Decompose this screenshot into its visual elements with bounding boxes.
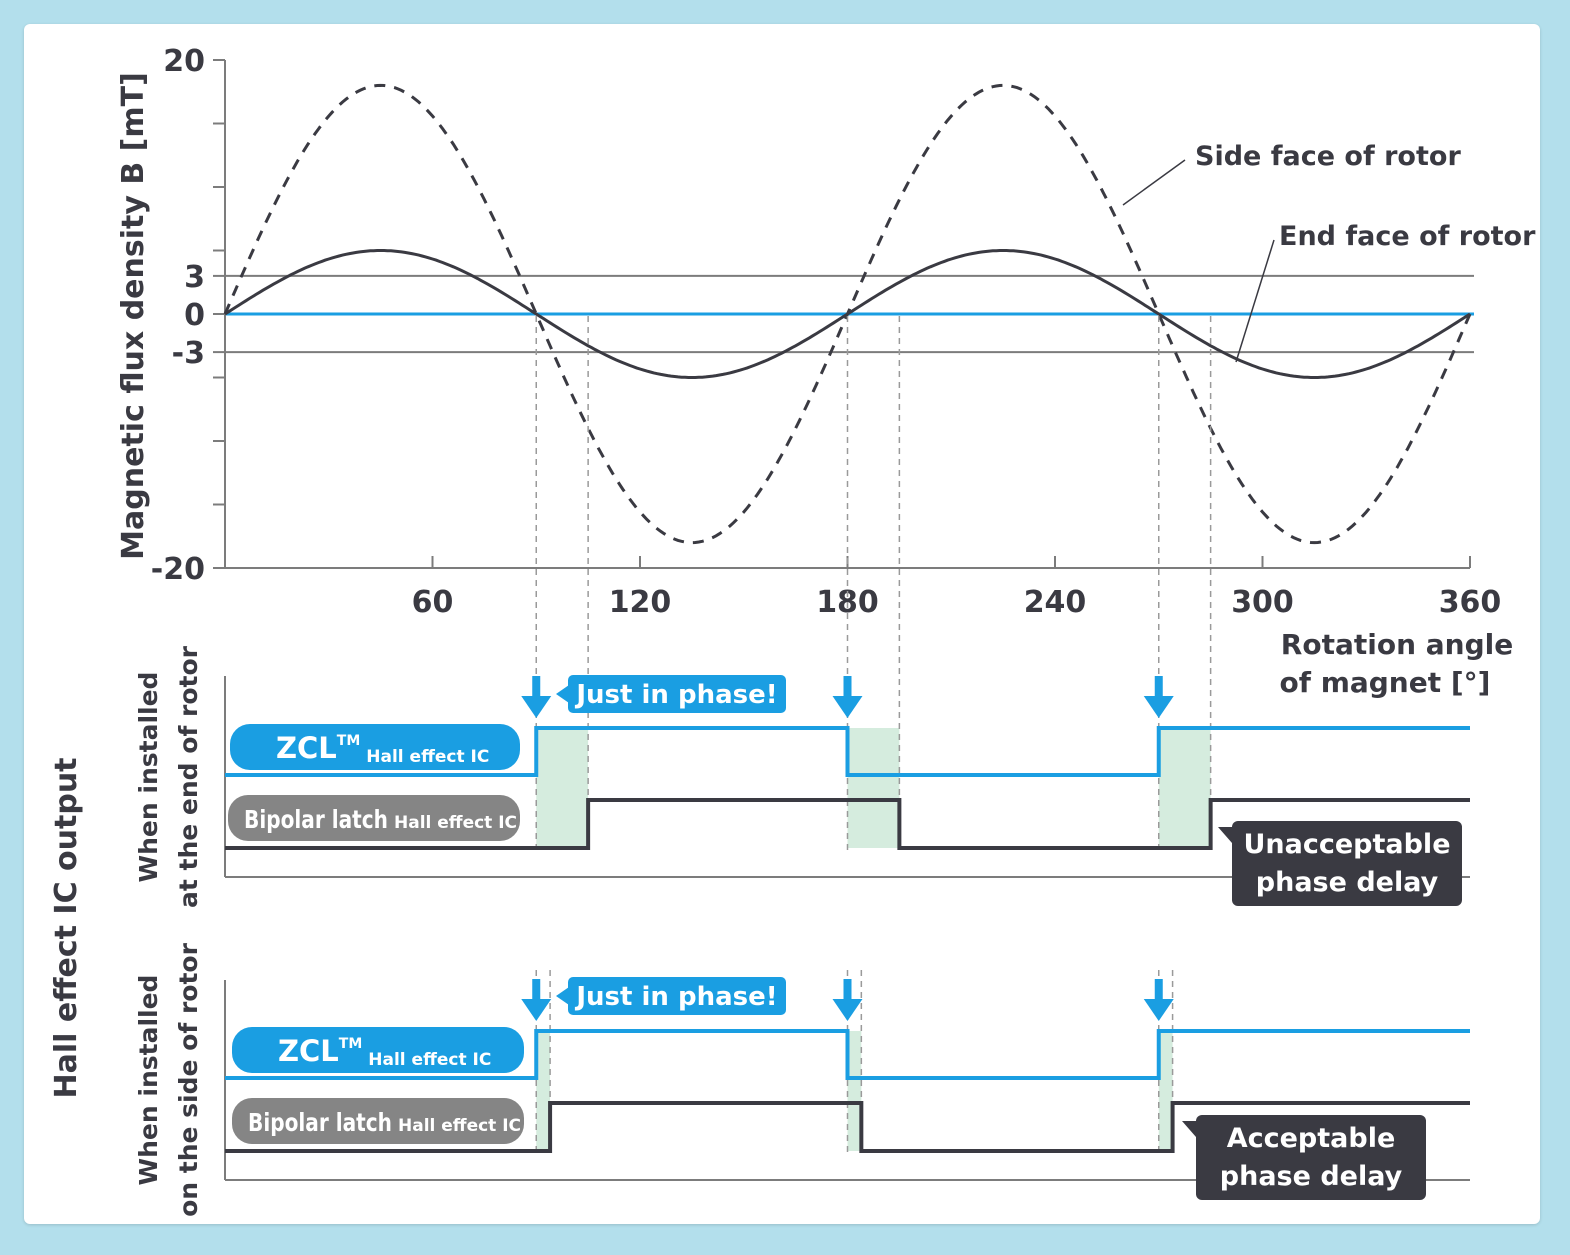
zcl-label: ZCLTMHall effect IC: [276, 731, 489, 767]
output-title: Hall effect IC output: [49, 757, 84, 1098]
row-label: at the end of rotor: [174, 645, 203, 908]
zcl-output-waveform: [225, 726, 1470, 777]
y-tick-label: 3: [184, 260, 205, 295]
y-tick-label: -3: [172, 336, 205, 371]
transition-arrow-head: [521, 999, 552, 1021]
latch-output-waveform: [225, 1101, 1470, 1153]
phase-delay-box: [1196, 1115, 1426, 1200]
phase-delay-region: [847, 1031, 862, 1151]
phase-delay-text: phase delay: [1220, 1161, 1403, 1192]
transition-arrow-head: [832, 999, 863, 1021]
just-in-phase-callout: [568, 977, 786, 1015]
x-tick-label: 120: [609, 585, 672, 620]
series-label-end-face: End face of rotor: [1279, 221, 1536, 252]
output-panel-2: When installed on the side of rotor Just i…: [134, 942, 1470, 1217]
transition-arrow: [532, 979, 541, 1005]
output-panel-1: When installed at the end of rotor Just in…: [134, 316, 1470, 908]
x-axis-label: Rotation angle: [1281, 628, 1513, 661]
transition-arrow: [1154, 979, 1163, 1005]
row-label: When installed: [134, 975, 163, 1186]
zcl-output-waveform: [225, 1029, 1470, 1080]
phase-delay-region: [536, 1031, 551, 1151]
latch-output-waveform: [225, 798, 1470, 850]
x-tick-label: 300: [1231, 585, 1294, 620]
x-tick-label: 60: [412, 585, 454, 620]
zcl-label-pill: [232, 1027, 524, 1073]
latch-label-pill: [232, 1098, 524, 1144]
x-tick-label: 240: [1024, 585, 1087, 620]
transition-arrow: [843, 979, 852, 1005]
just-in-phase-text: Just in phase!: [574, 982, 777, 1012]
zcl-label: ZCLTMHall effect IC: [278, 1034, 491, 1070]
zcl-label-pill: [230, 724, 520, 770]
end-face-leader: [1235, 239, 1275, 363]
phase-delay-region: [536, 728, 589, 848]
y-tick-label: 0: [184, 298, 205, 333]
callout-pointer: [556, 685, 569, 703]
phase-delay-text: Acceptable: [1227, 1123, 1396, 1154]
phase-delay-text: phase delay: [1256, 867, 1439, 898]
transition-arrow-head: [1143, 696, 1174, 718]
row-label: on the side of rotor: [174, 942, 203, 1216]
transition-arrow-head: [1143, 999, 1174, 1021]
phase-delay-region: [1158, 728, 1211, 848]
phase-delay-region: [1158, 1031, 1173, 1151]
y-tick-label: 20: [163, 44, 205, 79]
side-face-leader: [1122, 159, 1186, 206]
series-end-face-line: [224, 249, 1471, 379]
series-label-side-face: Side face of rotor: [1195, 141, 1461, 172]
latch-label-pill: [228, 795, 520, 841]
transition-arrow-head: [832, 696, 863, 718]
x-axis-label: of magnet [°]: [1280, 666, 1491, 699]
x-tick-label: 360: [1439, 585, 1502, 620]
phase-delay-box: [1232, 821, 1462, 906]
just-in-phase-callout: [568, 675, 786, 713]
transition-arrow: [532, 676, 541, 702]
just-in-phase-text: Just in phase!: [574, 680, 777, 710]
phase-delay-text: Unacceptable: [1243, 829, 1450, 860]
phase-delay-pointer: [1182, 1121, 1196, 1137]
y-tick-label: -20: [151, 552, 205, 587]
phase-delay-region: [847, 728, 900, 848]
phase-delay-pointer: [1218, 827, 1232, 843]
y-axis-label: Magnetic flux density B [mT]: [116, 72, 151, 560]
transition-arrow: [1154, 676, 1163, 702]
callout-pointer: [556, 987, 569, 1005]
row-label: When installed: [134, 672, 163, 883]
transition-arrow: [843, 676, 852, 702]
transition-arrow-head: [521, 696, 552, 718]
